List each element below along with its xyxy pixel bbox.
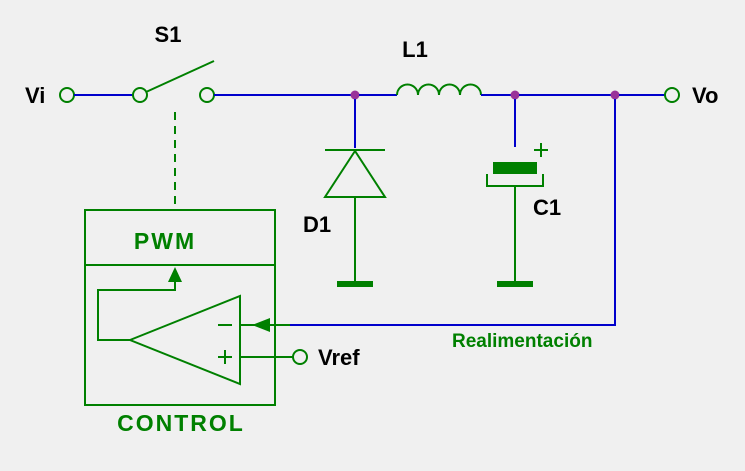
switch-pivot-contact [132, 87, 148, 103]
d1-label: D1 [303, 212, 331, 237]
switch-arm [145, 60, 215, 93]
vref-label: Vref [318, 345, 360, 370]
cap-plus-sign [534, 143, 548, 157]
l1-label: L1 [402, 37, 428, 62]
vo-label: Vo [692, 83, 718, 108]
control-label: CONTROL [117, 410, 245, 436]
node-inductor-cap [510, 90, 520, 100]
pwm-label: PWM [134, 228, 196, 254]
vo-terminal [664, 87, 680, 103]
s1-label: S1 [155, 22, 182, 47]
vi-label: Vi [25, 83, 45, 108]
c1-label: C1 [533, 195, 561, 220]
vref-terminal [292, 349, 308, 365]
switch-output-contact [199, 87, 215, 103]
opamp-output-loop [97, 280, 176, 341]
node-switch-diode [350, 90, 360, 100]
vi-terminal [59, 87, 75, 103]
pwm-input-arrowhead-icon [168, 267, 182, 282]
cap-negative-plate [486, 174, 544, 187]
feedback-label: Realimentación [452, 331, 592, 352]
cap-positive-plate [493, 162, 537, 174]
error-amp-triangle [127, 294, 241, 386]
node-feedback-tap [610, 90, 620, 100]
inductor-l1 [396, 83, 482, 96]
diode-triangle [323, 149, 387, 198]
feedback-arrowhead-icon [252, 318, 270, 332]
opamp-plus-sign [218, 350, 232, 364]
control-block-outline [84, 209, 276, 406]
wire-feedback [290, 99, 616, 326]
